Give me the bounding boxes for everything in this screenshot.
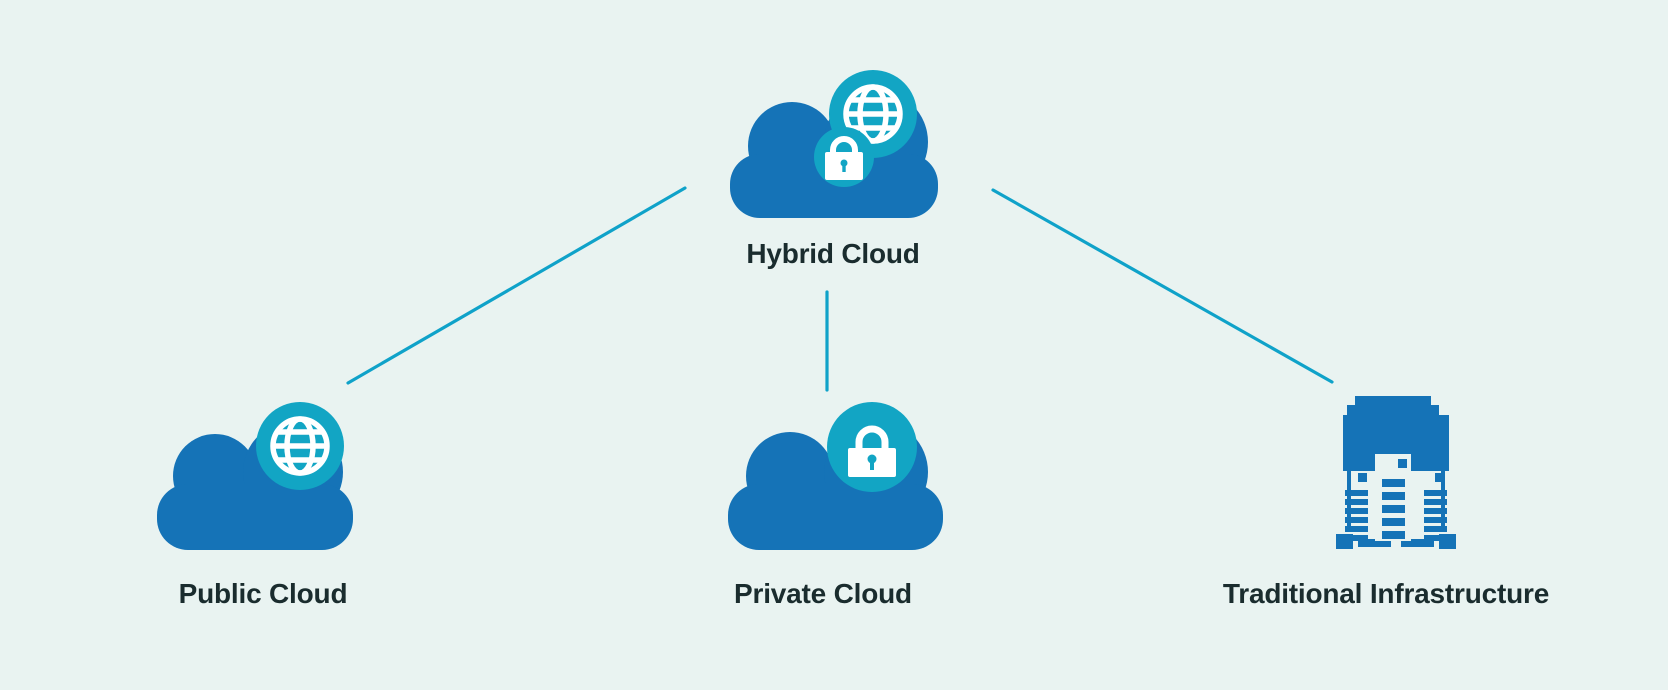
edge-hybrid-to-traditional [991, 188, 1334, 384]
globe-icon [270, 416, 330, 476]
traditional-infrastructure-label: Traditional Infrastructure [1222, 578, 1550, 609]
private-cloud-label: Private Cloud [734, 578, 912, 609]
lock-shackle-icon [855, 425, 889, 452]
cloud-globe-icon [157, 402, 353, 550]
public-cloud-icon [155, 400, 355, 550]
lock-shackle-icon [830, 136, 858, 156]
mainframe-server-icon [1336, 396, 1456, 549]
lock-badge-icon [814, 127, 874, 187]
globe-icon [843, 84, 903, 144]
cloud-globe-lock-icon [730, 70, 938, 218]
hybrid-cloud-label: Hybrid Cloud [746, 238, 920, 269]
cloud-lock-icon [728, 402, 943, 550]
hybrid-cloud-icon [728, 68, 940, 218]
edge-hybrid-to-public [346, 186, 687, 385]
public-cloud-label: Public Cloud [178, 578, 348, 609]
traditional-infrastructure-icon [1336, 394, 1456, 552]
globe-badge-icon [256, 402, 344, 490]
private-cloud-icon [726, 400, 945, 550]
lock-badge-icon [827, 402, 917, 492]
